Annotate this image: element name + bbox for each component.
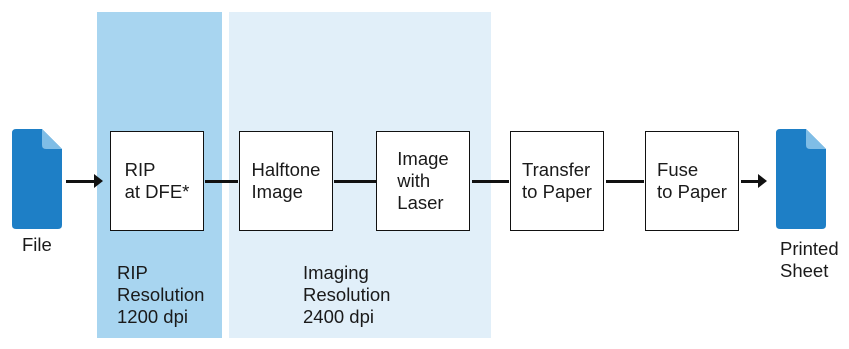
step-fuse-box: Fuse to Paper	[645, 131, 739, 231]
file-label: File	[22, 234, 52, 255]
rip-resolution-label: RIP Resolution 1200 dpi	[117, 262, 205, 327]
step-rip-box: RIP at DFE*	[110, 131, 204, 231]
connector-file-to-rip	[66, 180, 98, 183]
step-halftone-box: Halftone Image	[239, 131, 333, 231]
connector-transfer-to-fuse	[606, 180, 644, 183]
step-halftone-label: Halftone Image	[251, 159, 321, 202]
printed-sheet-icon	[776, 129, 826, 229]
step-laser-label: Image with Laser	[397, 148, 449, 213]
connector-halftone-to-laser	[334, 180, 376, 183]
connector-laser-to-transfer	[472, 180, 509, 183]
printed-sheet-label: Printed Sheet	[780, 238, 839, 281]
step-transfer-label: Transfer to Paper	[522, 159, 592, 202]
step-transfer-box: Transfer to Paper	[510, 131, 604, 231]
step-laser-box: Image with Laser	[376, 131, 470, 231]
connector-fuse-to-sheet	[741, 180, 759, 183]
arrowhead-sheet	[758, 174, 767, 188]
arrowhead-rip	[94, 174, 103, 188]
connector-rip-to-halftone	[205, 180, 238, 183]
step-rip-label: RIP at DFE*	[124, 159, 190, 202]
file-icon	[12, 129, 62, 229]
step-fuse-label: Fuse to Paper	[657, 159, 727, 202]
imaging-resolution-label: Imaging Resolution 2400 dpi	[303, 262, 391, 327]
